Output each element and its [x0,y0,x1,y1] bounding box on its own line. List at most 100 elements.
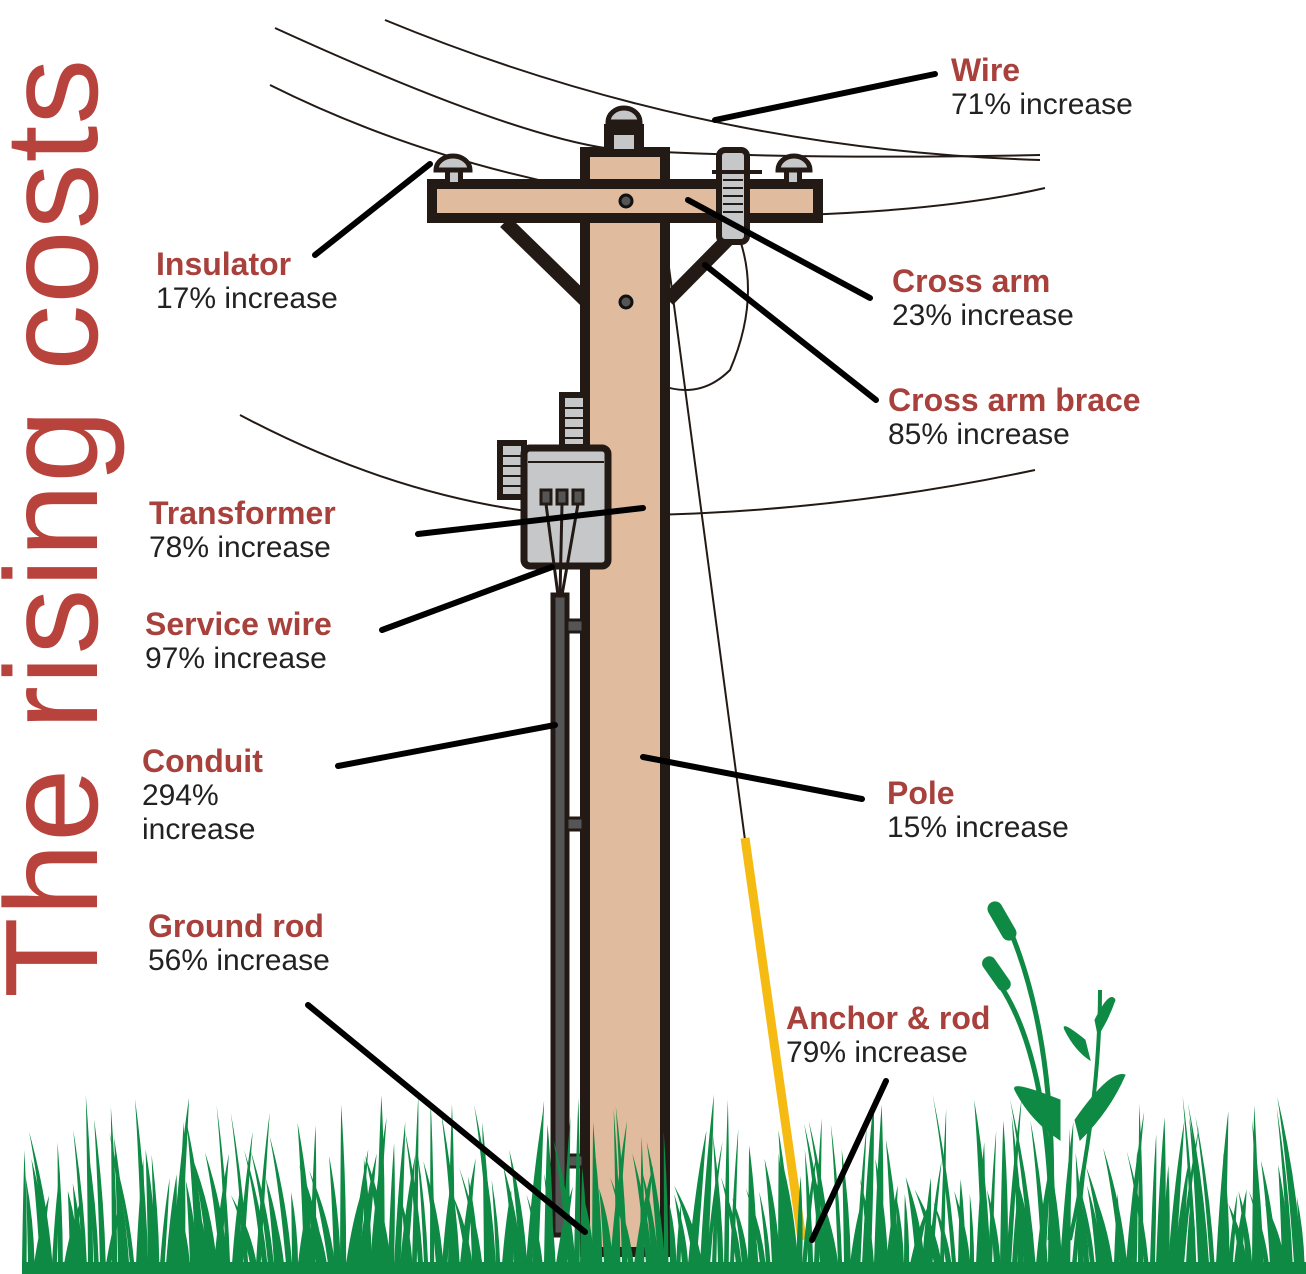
label-name: Insulator [156,246,292,282]
grass-blade [904,1194,910,1264]
grass-blade [610,1177,634,1264]
grass-blade [526,1106,544,1264]
leader-line-service-wire [379,564,555,633]
grass-blade [969,1193,975,1264]
label-name: Cross arm brace [888,382,1141,418]
grass-blade [441,1112,460,1264]
label-anchor-rod: Anchor & rod 79% increase [786,1000,990,1070]
grass-blade [1087,1185,1103,1264]
grass-blade [1228,1193,1238,1264]
label-value: 79% increase [786,1036,968,1069]
grass-blade [1187,1102,1210,1264]
grass-blade [544,1173,556,1264]
grass-blade [720,1177,742,1264]
label-insulator: Insulator 17% increase [156,246,338,316]
grass-blade [1278,1164,1290,1264]
grass-blade [232,1187,241,1264]
grass-blade [933,1202,952,1264]
grass-blade [394,1121,406,1264]
grass-blade [1222,1152,1230,1264]
grass-blade [1168,1121,1185,1264]
grass-blade [388,1142,395,1264]
grass-blade [669,1203,677,1264]
label-value: 85% increase [888,418,1070,451]
cattail-plant [982,901,1126,1241]
grass-blade [674,1194,689,1264]
grass-blade [1296,1196,1305,1264]
grass-blade [1189,1117,1206,1264]
grass-blade [804,1123,827,1264]
grass-blade [895,1193,904,1264]
label-name: Service wire [145,606,332,642]
guy-wire [667,259,746,841]
grass-blade [291,1192,299,1264]
conduit-straps [565,618,585,1169]
grass-blade [57,1142,63,1264]
grass-blade [1132,1148,1138,1264]
grass-blade [1090,1184,1113,1264]
grass-blade [1066,1128,1071,1264]
leader-line-ground-rod [305,1002,588,1235]
grass-blade [641,1170,659,1264]
grass-blade [1078,1187,1090,1264]
grass-blade [266,1188,285,1264]
grass-blade [509,1149,528,1264]
grass-blade [25,1177,35,1264]
grass-blade [1174,1160,1189,1264]
grass-blade [423,1161,444,1264]
label-value: 71% increase [951,88,1133,121]
grass-blade [700,1094,714,1264]
grass-blade [613,1108,621,1264]
leader-line-pole [640,754,865,802]
transformer-shape [520,444,612,570]
grass-blade [1162,1164,1170,1264]
grass-blade [780,1152,798,1264]
grass-blade [185,1180,198,1264]
grass-blade [52,1178,59,1264]
grass-blade [850,1202,862,1264]
grass-blade [599,1188,613,1264]
grass-blade [109,1132,130,1264]
grass-blade [1277,1097,1303,1264]
bolts [618,193,634,310]
grass-blade [269,1135,293,1264]
grass-blade [1234,1189,1247,1264]
grass-blade [1265,1203,1285,1264]
grass-blade [329,1155,341,1264]
label-name: Pole [887,775,955,811]
grass-blade [663,1131,669,1264]
grass-blade [1011,1116,1024,1264]
grass-blade [974,1099,991,1264]
label-conduit: Conduit 294% increase [142,743,263,847]
transformer-bushing [559,392,589,450]
grass-blade [113,1154,135,1264]
leader-line-anchor-rod [809,1078,889,1243]
grass-blade [503,1166,522,1264]
grass-blade [724,1099,730,1264]
label-ground-rod: Ground rod 56% increase [148,908,330,978]
grass-blade [1156,1117,1166,1264]
grass-blade [205,1152,228,1264]
grass-blade [954,1190,971,1264]
grass-blade [85,1095,94,1264]
grass-blade [230,1195,257,1264]
label-name: Transformer [149,495,336,531]
overhead-wire [384,19,1041,161]
label-value: increase [142,813,256,846]
fuse-cutout [712,147,762,245]
grass-blade [442,1178,452,1264]
grass-blade [1276,1107,1293,1264]
label-cross-arm-brace: Cross arm brace 85% increase [888,382,1141,452]
grass-blade [160,1177,170,1264]
label-wire: Wire 71% increase [951,52,1133,122]
transformer-side-bushing [497,440,527,500]
grass-blade [1228,1203,1248,1264]
label-service-wire: Service wire 97% increase [145,606,332,676]
grass-blade [404,1129,424,1264]
grass-blade [459,1167,483,1264]
grass-blade [508,1200,514,1264]
label-value: 23% increase [892,299,1074,332]
leader-line-conduit [335,722,558,769]
grass-blade [346,1190,362,1264]
